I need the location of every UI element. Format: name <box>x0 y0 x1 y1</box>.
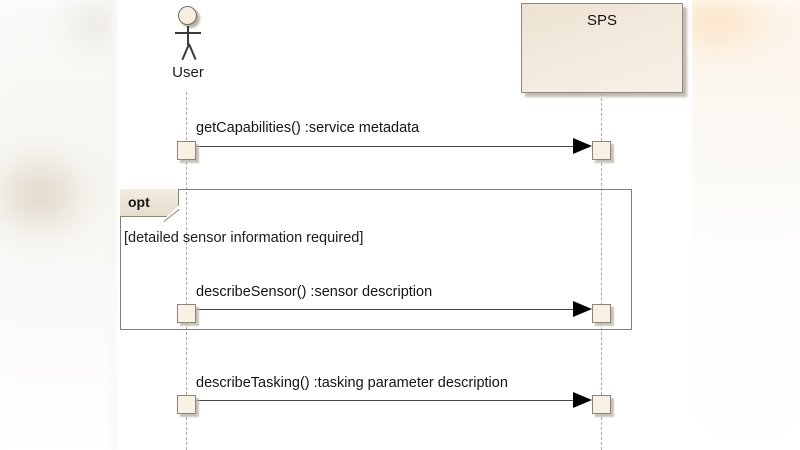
message-line-describe-tasking <box>189 400 583 401</box>
activation-body <box>177 141 196 160</box>
activation-body <box>592 395 611 414</box>
participant-label-sps: SPS <box>586 12 617 29</box>
fragment-operator-label: opt <box>128 194 150 210</box>
message-label-get-capabilities: getCapabilities() :service metadata <box>196 120 420 136</box>
message-label-describe-tasking: describeTasking() :tasking parameter des… <box>196 375 508 391</box>
message-arrowhead-describe-sensor <box>573 301 592 317</box>
activation-user-2 <box>177 304 199 326</box>
fragment-guard-condition: [detailed sensor information required] <box>124 230 364 246</box>
lifeline-user <box>186 92 187 450</box>
activation-body <box>592 141 611 160</box>
actor-torso <box>187 26 189 45</box>
activation-body <box>592 304 611 323</box>
message-arrowhead-get-capabilities <box>573 138 592 154</box>
message-line-get-capabilities <box>189 146 583 147</box>
background-seam <box>112 0 121 450</box>
actor-arms <box>175 32 201 34</box>
activation-sps-2 <box>592 304 614 326</box>
message-arrowhead-describe-tasking <box>573 392 592 408</box>
activation-sps-3 <box>592 395 614 417</box>
actor-leg-right <box>187 43 196 60</box>
message-label-describe-sensor: describeSensor() :sensor description <box>196 284 433 300</box>
actor-leg-left <box>180 43 189 60</box>
blurred-background-right <box>676 0 800 450</box>
activation-user-1 <box>177 141 199 163</box>
message-line-describe-sensor <box>189 309 583 310</box>
actor-head-icon <box>178 6 197 25</box>
participant-box-sps[interactable]: SPS <box>521 3 687 97</box>
activation-user-3 <box>177 395 199 417</box>
activation-body <box>177 304 196 323</box>
activation-body <box>177 395 196 414</box>
lifeline-sps <box>601 93 602 450</box>
participant-box-body <box>521 3 683 93</box>
combined-fragment-opt[interactable] <box>120 189 632 330</box>
participant-actor-user[interactable]: User <box>168 2 208 92</box>
participant-label-user: User <box>172 64 204 81</box>
fragment-operator-tab <box>120 189 179 217</box>
activation-sps-1 <box>592 141 614 163</box>
